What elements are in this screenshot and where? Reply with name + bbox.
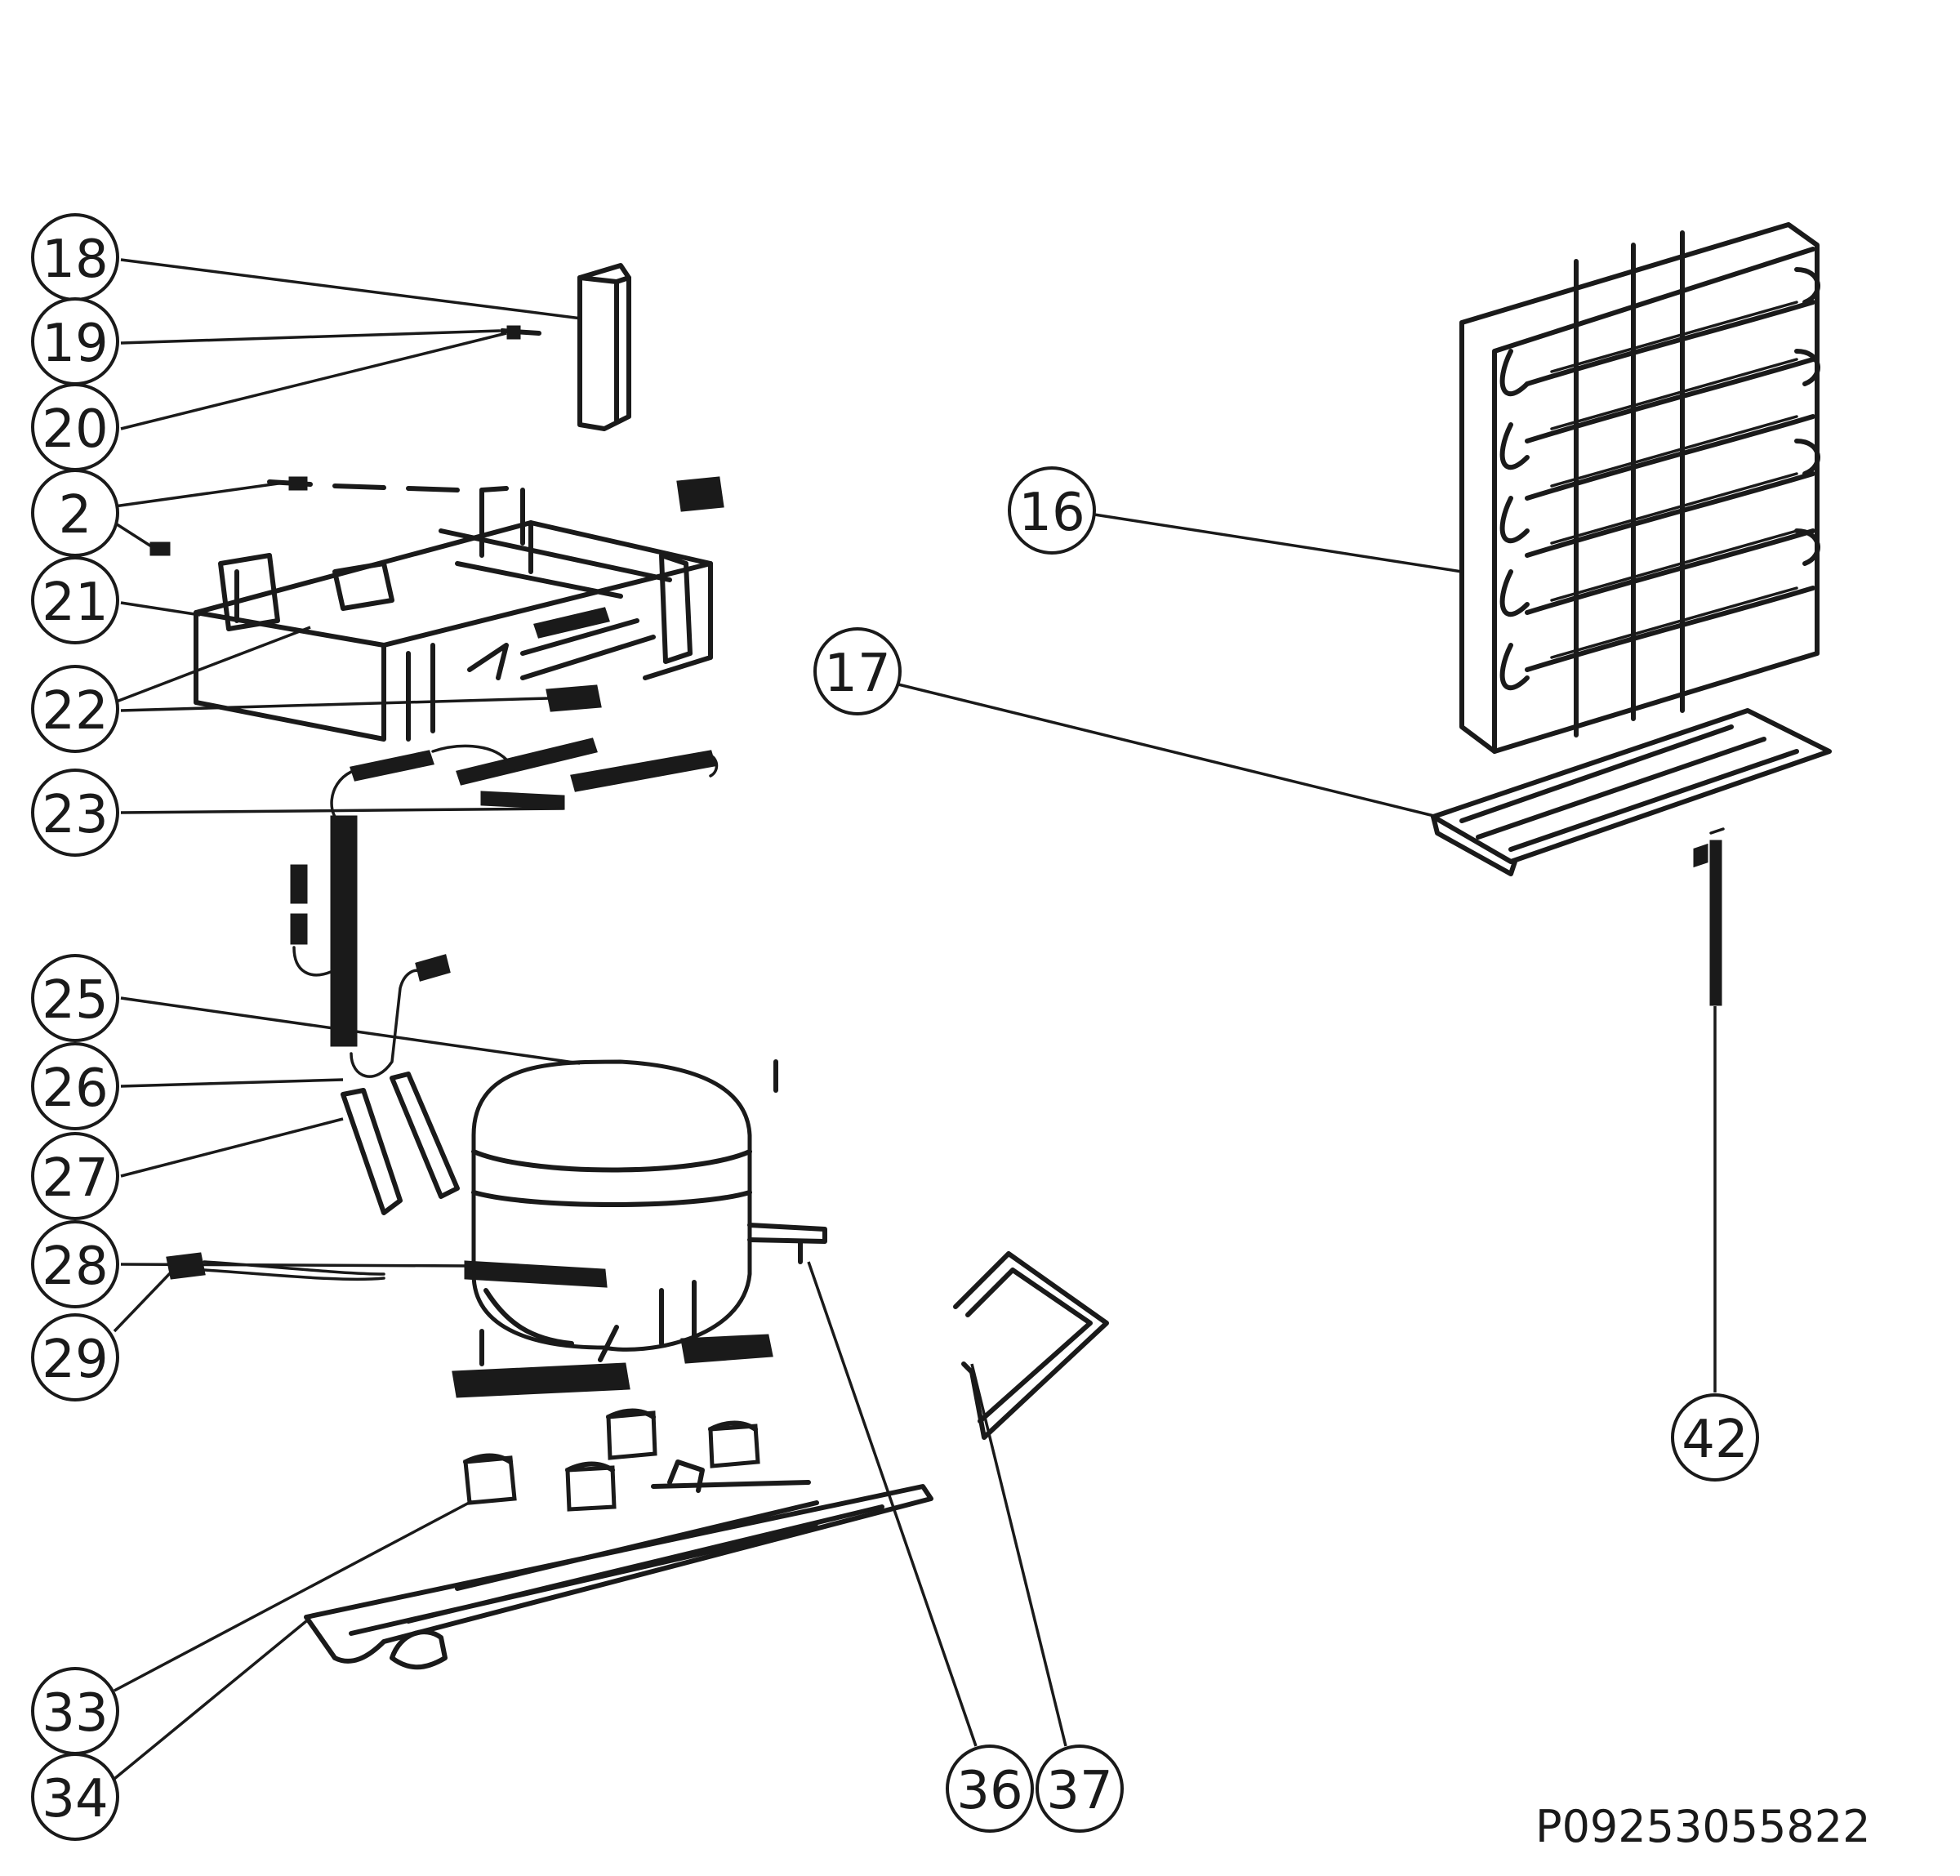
callout-17: 17 bbox=[813, 627, 902, 715]
leader-34 bbox=[113, 1620, 308, 1780]
part-17-tray bbox=[1431, 708, 1832, 876]
callout-25: 25 bbox=[31, 954, 119, 1042]
svg-text:26: 26 bbox=[42, 1058, 108, 1119]
svg-text:29: 29 bbox=[42, 1330, 108, 1390]
leader-lines bbox=[113, 258, 1717, 1780]
callout-27: 27 bbox=[31, 1132, 119, 1220]
leader-25 bbox=[120, 996, 581, 1065]
callout-20: 20 bbox=[31, 383, 119, 471]
leader-27 bbox=[120, 1117, 344, 1178]
parts-artwork bbox=[149, 222, 1832, 1670]
callout-28: 28 bbox=[31, 1220, 119, 1308]
part-2-fastener bbox=[149, 476, 308, 556]
callout-16: 16 bbox=[1008, 466, 1096, 555]
leader-20 bbox=[120, 332, 507, 430]
part-16-evaporator bbox=[1459, 222, 1820, 754]
svg-text:21: 21 bbox=[42, 573, 108, 633]
callout-26: 26 bbox=[31, 1042, 119, 1130]
svg-text:17: 17 bbox=[824, 644, 890, 704]
compressor bbox=[452, 1059, 827, 1398]
callout-22: 22 bbox=[31, 665, 119, 753]
leader-28 bbox=[120, 1263, 470, 1268]
svg-text:20: 20 bbox=[42, 399, 108, 460]
leader-18 bbox=[120, 258, 582, 320]
svg-text:36: 36 bbox=[956, 1761, 1022, 1821]
document-code: P09253055822 bbox=[1535, 1801, 1870, 1852]
svg-text:22: 22 bbox=[42, 681, 108, 742]
callout-36: 36 bbox=[946, 1745, 1034, 1833]
part-19-screw bbox=[500, 325, 541, 340]
part-21-frame bbox=[194, 476, 724, 742]
callout-37: 37 bbox=[1036, 1745, 1124, 1833]
svg-text:25: 25 bbox=[42, 970, 108, 1031]
leader-2b bbox=[114, 521, 156, 550]
part-18-box bbox=[577, 263, 631, 431]
leader-22b bbox=[120, 697, 550, 712]
leader-26 bbox=[120, 1078, 344, 1088]
svg-text:19: 19 bbox=[42, 314, 108, 374]
svg-text:34: 34 bbox=[42, 1769, 108, 1829]
callout-18: 18 bbox=[31, 213, 119, 301]
leader-37 bbox=[970, 1363, 1067, 1747]
callout-23: 23 bbox=[31, 769, 119, 857]
leader-22a bbox=[114, 626, 311, 704]
leader-36 bbox=[807, 1261, 978, 1747]
part-27-drier bbox=[341, 1072, 460, 1215]
part-34-baseplate bbox=[304, 1459, 933, 1670]
leader-23 bbox=[120, 807, 564, 814]
svg-text:28: 28 bbox=[42, 1237, 108, 1297]
leader-33 bbox=[114, 1499, 473, 1692]
part-23-tubes bbox=[330, 737, 719, 827]
leader-19 bbox=[120, 329, 501, 345]
callout-21: 21 bbox=[31, 556, 119, 644]
svg-text:23: 23 bbox=[42, 785, 108, 845]
part-42-rod bbox=[1693, 827, 1725, 1006]
leader-29 bbox=[113, 1268, 175, 1333]
callout-33: 33 bbox=[31, 1667, 119, 1755]
leader-21 bbox=[120, 601, 201, 617]
callout-2: 2 bbox=[31, 469, 119, 557]
leader-17 bbox=[898, 683, 1438, 818]
svg-text:27: 27 bbox=[42, 1148, 108, 1209]
callout-19: 19 bbox=[31, 297, 119, 385]
part-37-tube bbox=[953, 1251, 1109, 1440]
callout-34: 34 bbox=[31, 1753, 119, 1841]
svg-text:16: 16 bbox=[1018, 483, 1085, 543]
svg-text:42: 42 bbox=[1682, 1410, 1748, 1470]
callout-29: 29 bbox=[31, 1313, 119, 1401]
leader-16 bbox=[1094, 513, 1463, 573]
svg-text:18: 18 bbox=[42, 229, 108, 290]
svg-text:33: 33 bbox=[42, 1683, 108, 1744]
callout-42: 42 bbox=[1671, 1393, 1759, 1482]
part-33-grommets bbox=[463, 1408, 760, 1512]
leader-2a bbox=[114, 480, 291, 508]
svg-text:2: 2 bbox=[59, 485, 92, 546]
capillary-pipes bbox=[290, 815, 451, 1078]
svg-text:37: 37 bbox=[1046, 1761, 1112, 1821]
